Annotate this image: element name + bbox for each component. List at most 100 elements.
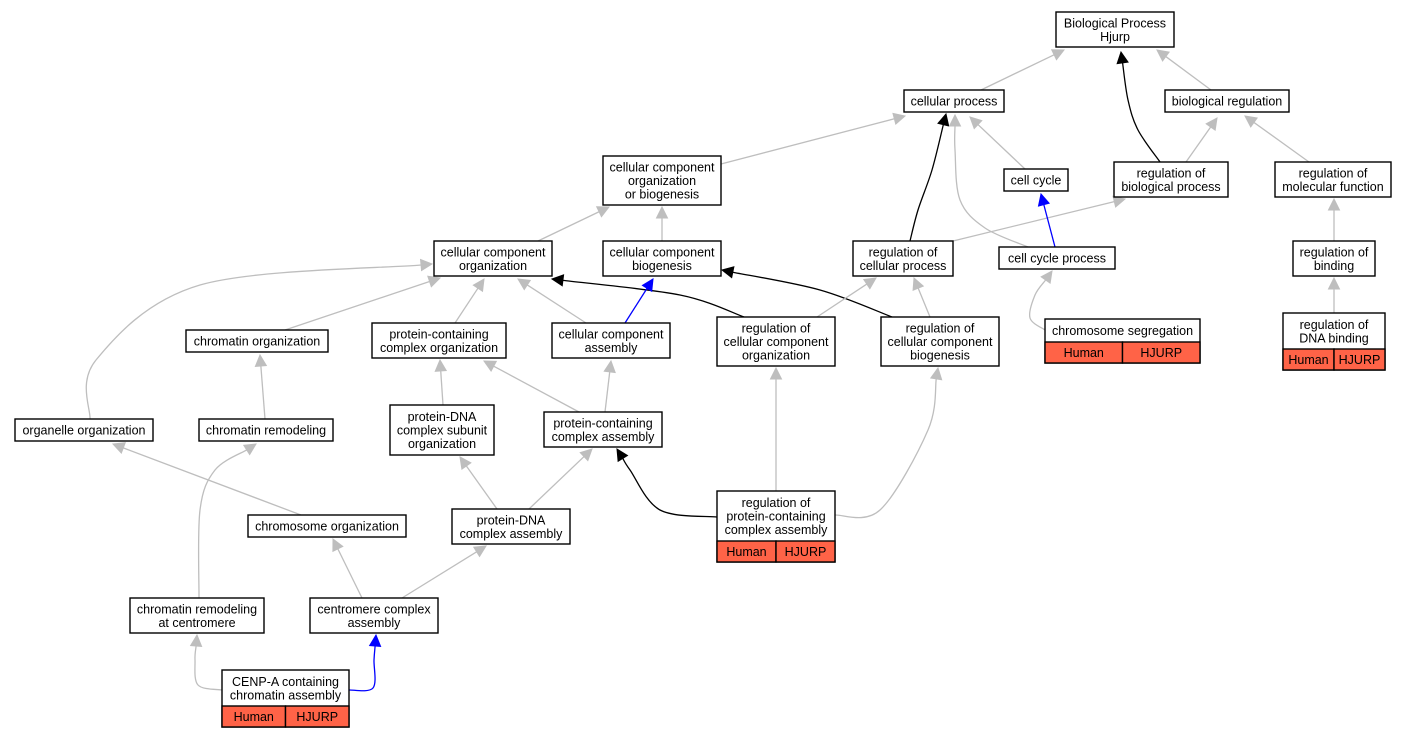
edge-line: [337, 548, 363, 599]
term-node-cp[interactable]: cellular process: [903, 89, 1005, 113]
term-node-ccp[interactable]: cell cycle process: [998, 246, 1116, 270]
edge-arrowhead: [1116, 50, 1129, 65]
term-label-line: centromere complex: [317, 602, 431, 616]
edge-line: [1185, 126, 1212, 163]
edge-cca2-to-pdca: [401, 545, 487, 599]
edge-arrowhead: [550, 274, 565, 287]
term-box: [1055, 11, 1175, 48]
term-label-line: cell cycle: [1011, 174, 1062, 188]
term-label-line: cell cycle process: [1008, 252, 1106, 266]
edge-arrowhead: [929, 366, 943, 381]
edge-line: [732, 271, 893, 318]
edge-arrowhead: [969, 116, 983, 130]
term-label-line: organelle organization: [22, 424, 145, 438]
edge-arrowhead: [862, 277, 877, 290]
edge-line: [537, 211, 600, 242]
term-node-oo[interactable]: organelle organization: [14, 418, 154, 442]
term-node-cr[interactable]: chromatin remodeling: [198, 418, 334, 442]
term-label-line: organization: [459, 259, 527, 273]
term-box: [309, 597, 439, 634]
edge-pdcso-to-pcco: [434, 358, 448, 406]
term-box: [14, 418, 154, 442]
edge-rbp-to-bp: [1116, 50, 1161, 163]
term-label-line: chromosome organization: [255, 520, 399, 534]
term-label-line: chromatin remodeling: [137, 602, 257, 616]
edge-line: [454, 287, 479, 324]
term-label-line: cellular component: [610, 245, 715, 259]
term-label-line: biological regulation: [1172, 95, 1283, 109]
term-label-line: Hjurp: [1100, 30, 1130, 44]
edge-cp-to-bp: [980, 49, 1066, 91]
edge-arrowhead: [111, 442, 126, 454]
term-node-breg[interactable]: biological regulation: [1164, 89, 1290, 113]
gene-label: HJURP: [785, 545, 827, 559]
edge-pdca-to-pdcso: [459, 456, 498, 510]
edge-arrowhead: [1037, 192, 1051, 207]
term-label-line: regulation of: [1137, 166, 1206, 180]
edge-arrowhead: [483, 360, 498, 372]
term-label-line: organization: [628, 174, 696, 188]
term-label-line: cellular component: [559, 327, 664, 341]
edge-ccp-to-cc: [1037, 192, 1056, 248]
term-node-chro[interactable]: chromatin organization: [185, 329, 329, 353]
term-node-chrso[interactable]: chromosome organization: [247, 514, 407, 538]
term-box: [602, 155, 722, 206]
term-label-line: CENP-A containing: [232, 675, 339, 689]
species-label: Human: [234, 710, 274, 724]
edge-arrowhead: [595, 206, 611, 218]
term-node-cc[interactable]: cell cycle: [1003, 168, 1069, 192]
edge-ccb-to-ccob: [655, 205, 669, 241]
edge-chrso-to-oo: [111, 442, 302, 516]
edge-line: [1165, 56, 1212, 91]
term-label-line: biogenesis: [632, 259, 692, 273]
edge-line: [917, 287, 931, 318]
edge-arrowhead: [419, 258, 434, 272]
edge-line: [1028, 279, 1047, 331]
annotation-cell: [284, 705, 350, 728]
species-label: Human: [1064, 346, 1104, 360]
edge-rpcca-to-rccb: [834, 366, 943, 519]
term-label-line: chromatin remodeling: [206, 424, 326, 438]
edge-rcp-to-cp: [909, 112, 950, 242]
edge-line: [401, 551, 477, 599]
term-label-line: molecular function: [1282, 180, 1383, 194]
species-label: Human: [1288, 353, 1328, 367]
edge-rcp-to-rbp: [952, 195, 1127, 242]
term-label-line: biological process: [1121, 180, 1220, 194]
edge-oo-to-cco: [85, 258, 434, 420]
term-label-line: complex assembly: [460, 527, 564, 541]
edge-rmf-to-breg: [1244, 115, 1310, 163]
edge-line: [1253, 121, 1310, 163]
term-box: [389, 404, 495, 456]
edge-cca-to-ccb: [624, 278, 654, 324]
edge-ccp-to-cp: [948, 113, 1029, 248]
edge-pcco-to-cco: [454, 278, 485, 324]
edge-rbp-to-breg: [1185, 117, 1218, 163]
edge-arrowhead: [472, 545, 487, 558]
edge-line: [197, 449, 248, 599]
edge-arrowhead: [1327, 276, 1341, 290]
edge-line: [604, 371, 611, 413]
